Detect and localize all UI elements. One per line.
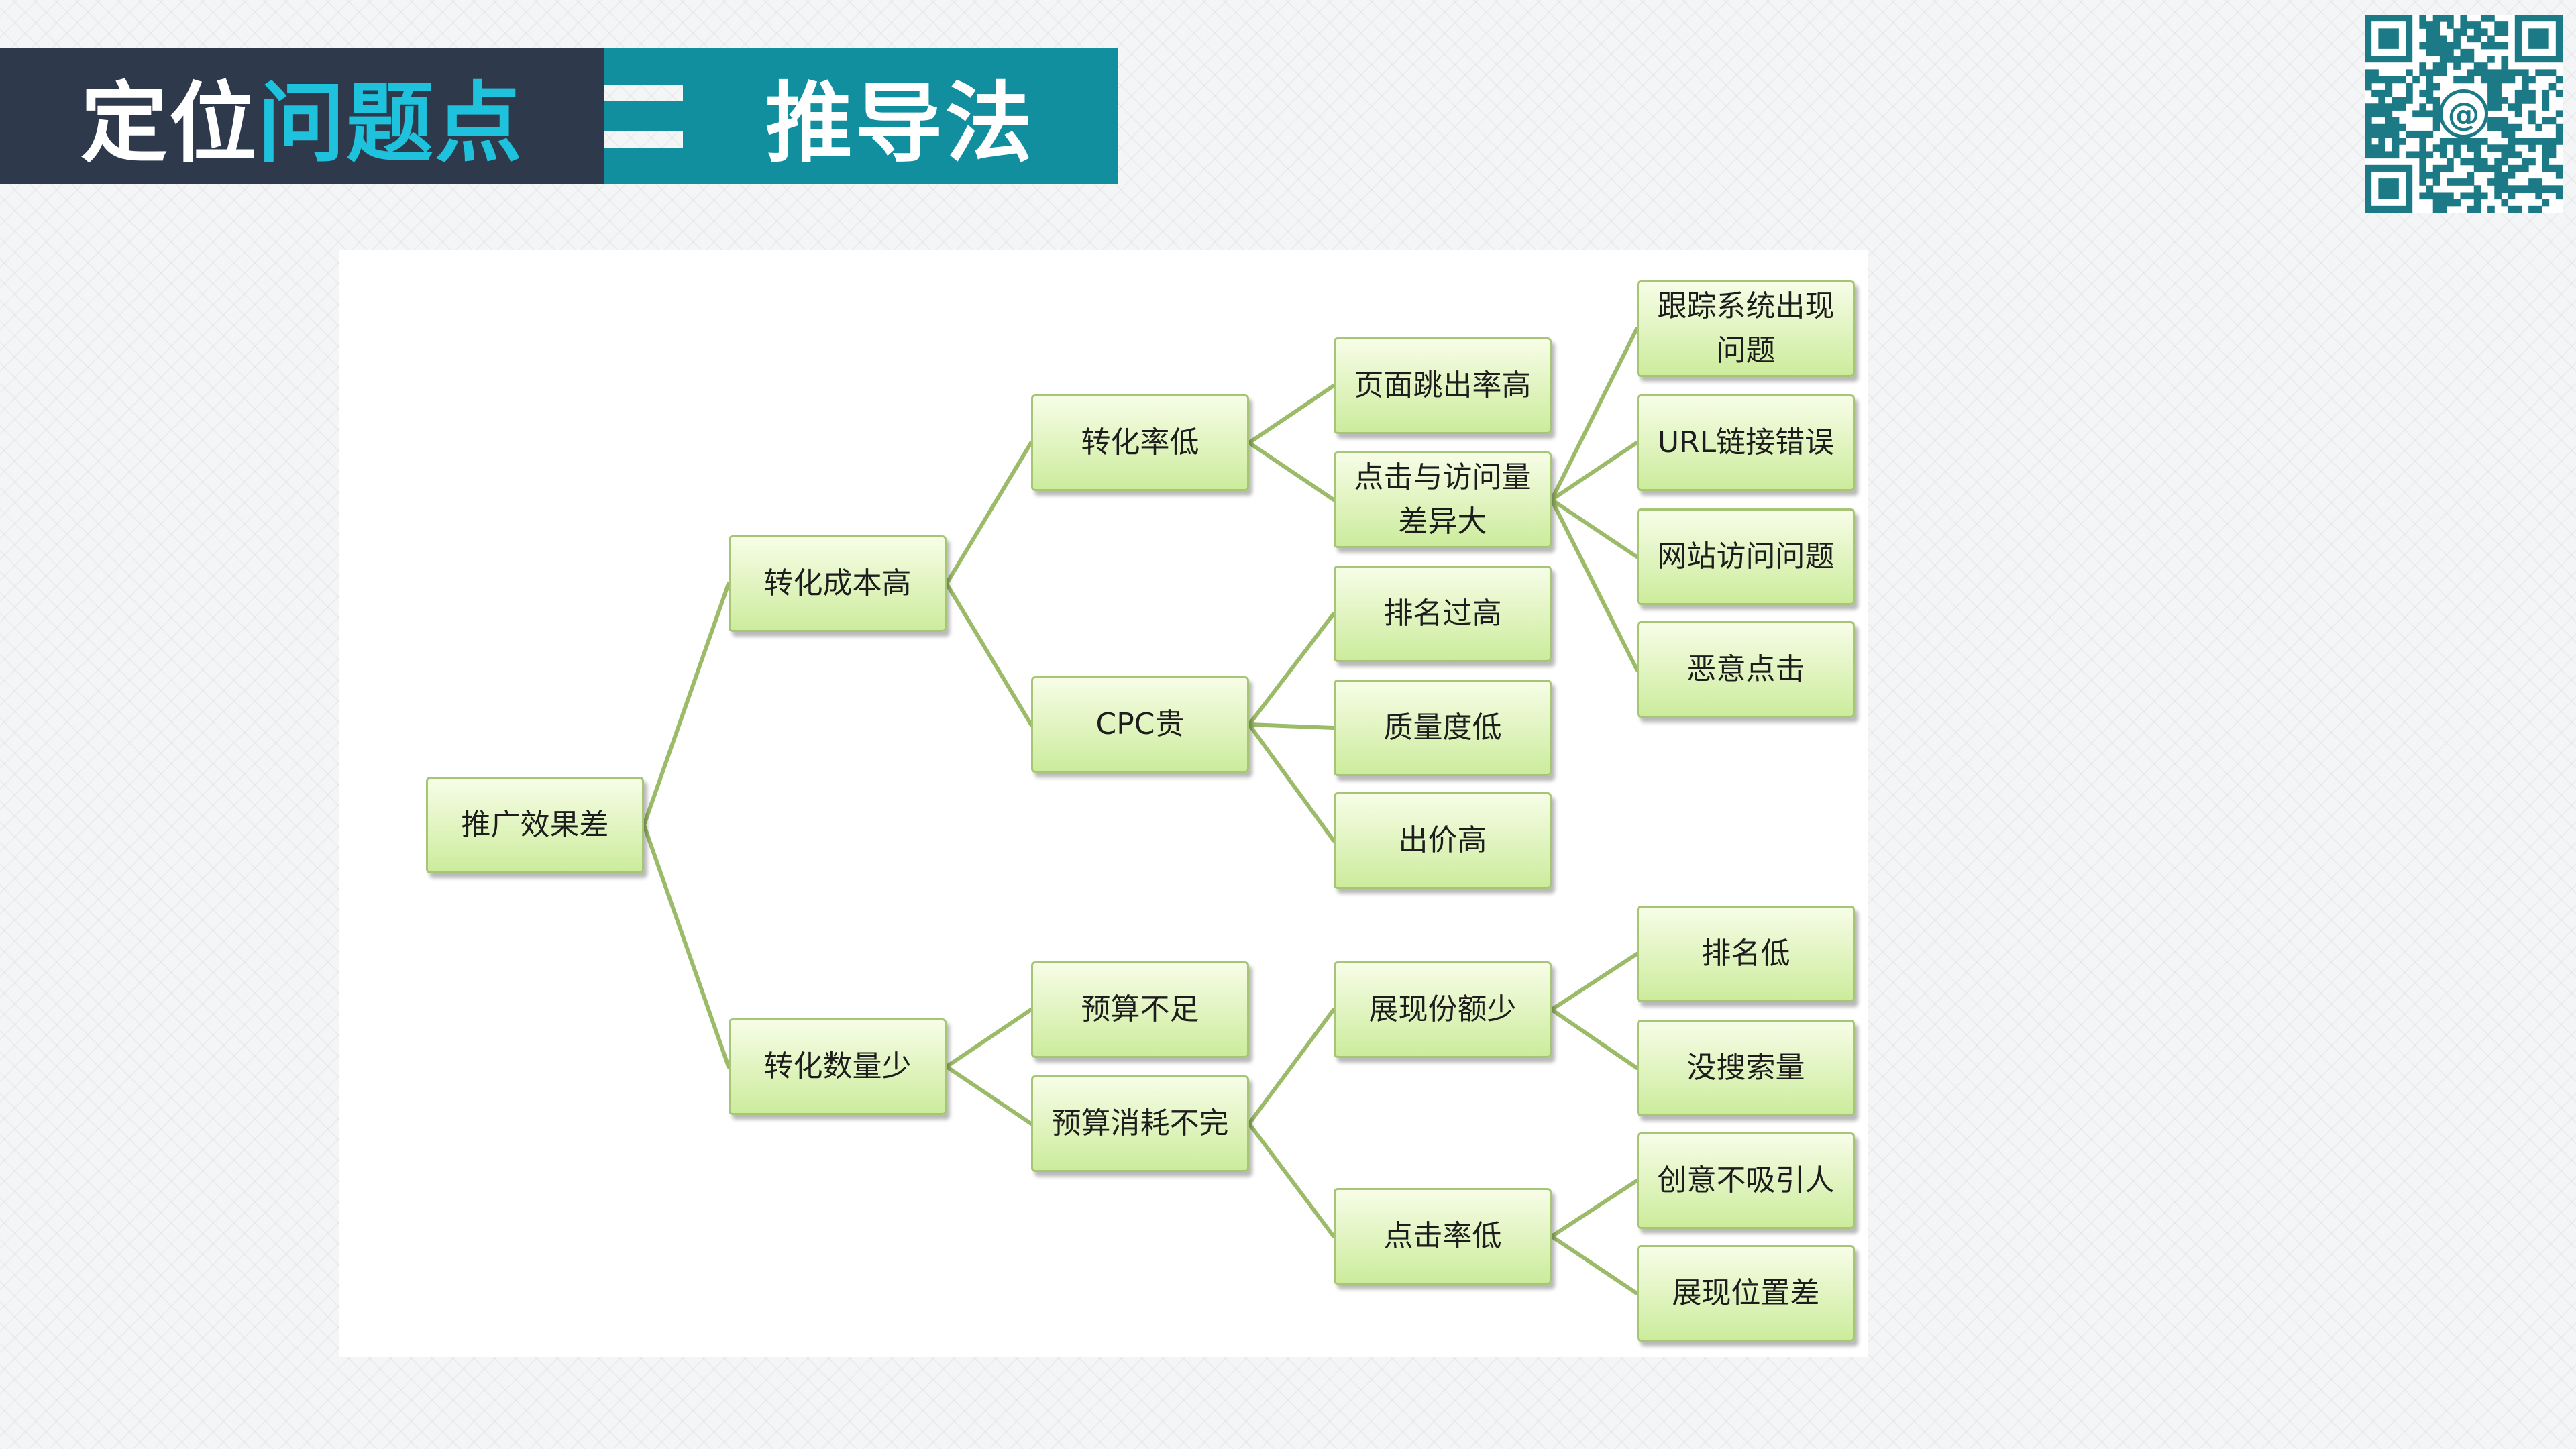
node-tracking-issue: 跟踪系统出现问题 <box>1637 280 1855 377</box>
node-high-bounce: 页面跳出率高 <box>1334 337 1552 434</box>
edge-cpc_expensive-rank_too_high <box>1247 612 1336 727</box>
title-part2: 问题点 <box>258 72 524 174</box>
edge-click_visit_gap-malicious_clicks <box>1550 498 1639 672</box>
node-low-count: 转化数量少 <box>729 1018 947 1115</box>
node-cpc-expensive: CPC贵 <box>1031 676 1249 773</box>
node-site-access-issue: 网站访问问题 <box>1637 508 1855 605</box>
node-click-visit-gap: 点击与访问量差异大 <box>1334 451 1552 548</box>
node-root: 推广效果差 <box>426 777 644 873</box>
banner-connector-top <box>604 48 684 85</box>
node-budget-insufficient: 预算不足 <box>1031 961 1249 1058</box>
edge-budget_unused-low_impression_share <box>1247 1008 1336 1126</box>
node-budget-unused: 预算消耗不完 <box>1031 1075 1249 1172</box>
edge-root-low_count <box>642 823 731 1069</box>
edge-high_cost-cpc_expensive <box>945 582 1033 727</box>
edge-root-high_cost <box>642 582 731 827</box>
node-low-conv-rate: 转化率低 <box>1031 394 1249 491</box>
edge-low_count-budget_insufficient <box>945 1008 1033 1069</box>
node-low-ctr: 点击率低 <box>1334 1188 1552 1285</box>
node-high-bid: 出价高 <box>1334 792 1552 889</box>
edge-low_ctr-creative_unattractive <box>1550 1179 1639 1238</box>
edge-cpc_expensive-low_quality <box>1247 722 1336 730</box>
node-rank-too-high: 排名过高 <box>1334 566 1552 662</box>
banner-connector-bottom <box>604 148 684 184</box>
edge-click_visit_gap-url_error <box>1550 441 1639 502</box>
banner-connector <box>604 101 684 131</box>
node-low-quality: 质量度低 <box>1334 680 1552 776</box>
node-malicious-clicks: 恶意点击 <box>1637 621 1855 718</box>
node-low-rank: 排名低 <box>1637 906 1855 1002</box>
node-low-impression-share: 展现份额少 <box>1334 961 1552 1058</box>
node-high-cost: 转化成本高 <box>729 535 947 632</box>
edge-click_visit_gap-site_access_issue <box>1550 498 1639 559</box>
title-banner: 定位问题点 <box>0 48 604 184</box>
edge-low_conv_rate-high_bounce <box>1247 384 1336 445</box>
qr-code-icon: @ <box>2365 15 2563 213</box>
subtitle-banner: 推导法 <box>683 48 1118 184</box>
edge-low_impression_share-low_rank <box>1550 952 1639 1012</box>
title-part1: 定位 <box>80 72 258 174</box>
edge-low_conv_rate-click_visit_gap <box>1247 441 1336 502</box>
edge-low_ctr-poor_position <box>1550 1234 1639 1295</box>
node-url-error: URL链接错误 <box>1637 394 1855 491</box>
qr-center-glyph: @ <box>2448 96 2480 133</box>
node-creative-unattractive: 创意不吸引人 <box>1637 1132 1855 1229</box>
edge-budget_unused-low_ctr <box>1247 1122 1336 1238</box>
edge-cpc_expensive-high_bid <box>1247 722 1336 843</box>
edge-low_count-budget_unused <box>945 1065 1033 1126</box>
edge-high_cost-low_conv_rate <box>945 441 1033 586</box>
edge-low_impression_share-no_search_volume <box>1550 1008 1639 1070</box>
node-no-search-volume: 没搜索量 <box>1637 1020 1855 1116</box>
edge-click_visit_gap-tracking_issue <box>1550 327 1639 502</box>
node-poor-position: 展现位置差 <box>1637 1245 1855 1342</box>
